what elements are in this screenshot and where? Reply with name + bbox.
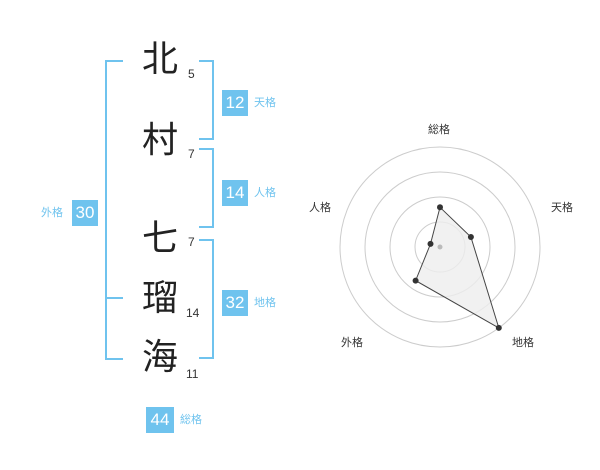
radar-label-gaikaku: 外格	[341, 336, 363, 349]
stroke-count-1: 5	[188, 67, 195, 81]
stroke-count-4: 14	[186, 306, 200, 320]
name-char-3: 七	[142, 218, 179, 259]
radar-label-chikaku: 地格	[512, 336, 534, 349]
name-char-5: 海	[142, 337, 179, 378]
gaikaku-label: 外格	[41, 206, 63, 219]
name-char-1: 北	[142, 39, 179, 80]
soukaku-value: 44	[146, 407, 174, 433]
chikaku-bracket	[199, 239, 214, 359]
jinkaku-bracket	[199, 148, 214, 228]
chikaku-label: 地格	[254, 296, 276, 309]
stroke-count-3: 7	[188, 235, 195, 249]
radar-point-tenkaku	[467, 234, 474, 240]
jinkaku-value: 14	[222, 180, 248, 206]
radar-center	[437, 244, 443, 250]
radar-label-jinkaku: 人格	[309, 201, 331, 214]
radar-shape	[414, 206, 500, 329]
radar-points	[412, 204, 502, 331]
radar-point-gaikaku	[412, 277, 419, 284]
radar-ring	[364, 171, 516, 323]
tenkaku-label: 天格	[254, 96, 276, 109]
tenkaku-bracket	[199, 60, 214, 140]
radar-label-tenkaku: 天格	[551, 201, 573, 214]
radar-ring	[389, 196, 491, 298]
jinkaku-label: 人格	[254, 186, 276, 199]
soukaku-label: 総格	[180, 413, 202, 426]
stroke-count-2: 7	[188, 147, 195, 161]
name-char-2: 村	[142, 120, 179, 161]
radar-point-soukaku	[437, 204, 443, 211]
gaikaku-value: 30	[72, 200, 98, 226]
gaikaku-bracket	[105, 60, 123, 360]
gaikaku-connector	[105, 297, 123, 299]
radar-ring	[339, 146, 541, 348]
radar-point-chikaku	[495, 324, 502, 331]
chikaku-value: 32	[222, 290, 248, 316]
radar-label-soukaku: 総格	[428, 123, 450, 136]
name-char-4: 瑠	[142, 278, 179, 319]
tenkaku-value: 12	[222, 90, 248, 116]
radar-point-jinkaku	[427, 240, 434, 247]
stroke-count-5: 11	[186, 367, 199, 381]
